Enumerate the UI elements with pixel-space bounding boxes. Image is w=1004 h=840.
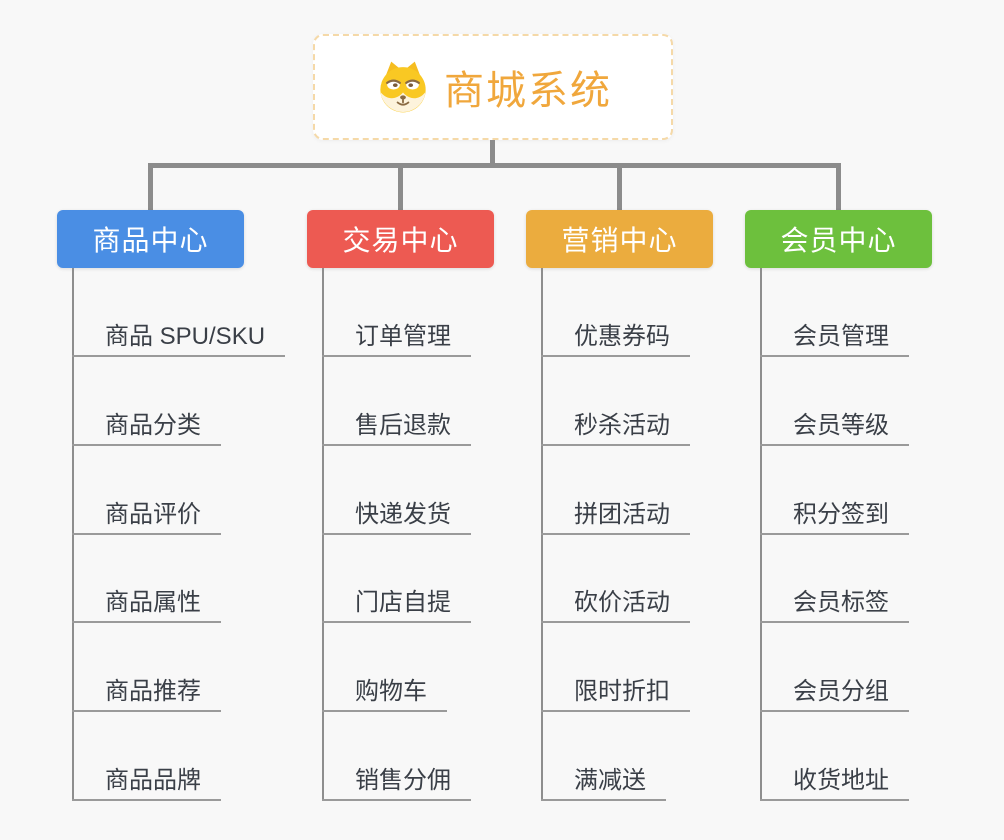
- branch-trade-center: 交易中心 订单管理 售后退款 快递发货 门店自提 购物车 销售分佣: [307, 210, 567, 810]
- leaf-node[interactable]: 会员管理: [760, 317, 909, 357]
- branch-header-trade-center[interactable]: 交易中心: [307, 210, 494, 268]
- leaf-node[interactable]: 砍价活动: [541, 583, 690, 623]
- connector-root-drop: [490, 140, 495, 166]
- leaf-node[interactable]: 快递发货: [322, 495, 471, 535]
- connector-drop-member: [836, 163, 841, 211]
- leaf-node[interactable]: 购物车: [322, 672, 447, 712]
- leaf-node[interactable]: 会员分组: [760, 672, 909, 712]
- leaf-node[interactable]: 秒杀活动: [541, 406, 690, 446]
- leaf-node[interactable]: 优惠券码: [541, 317, 690, 357]
- leaf-node[interactable]: 售后退款: [322, 406, 471, 446]
- branch-member-center: 会员中心 会员管理 会员等级 积分签到 会员标签 会员分组 收货地址: [745, 210, 1004, 810]
- leaf-node[interactable]: 销售分佣: [322, 761, 471, 801]
- branch-product-center: 商品中心 商品 SPU/SKU 商品分类 商品评价 商品属性 商品推荐 商品品牌: [57, 210, 317, 810]
- branch-marketing-center: 营销中心 优惠券码 秒杀活动 拼团活动 砍价活动 限时折扣 满减送: [526, 210, 786, 810]
- leaf-node[interactable]: 会员标签: [760, 583, 909, 623]
- leaf-node[interactable]: 商品 SPU/SKU: [72, 317, 286, 357]
- branch-header-marketing-center[interactable]: 营销中心: [526, 210, 713, 268]
- leaf-node[interactable]: 门店自提: [322, 583, 471, 623]
- leaf-node[interactable]: 订单管理: [322, 317, 471, 357]
- connector-drop-marketing: [617, 163, 622, 211]
- leaf-node[interactable]: 商品分类: [72, 406, 221, 446]
- connector-drop-product: [148, 163, 153, 211]
- leaf-node[interactable]: 收货地址: [760, 761, 909, 801]
- leaf-node[interactable]: 商品评价: [72, 495, 221, 535]
- leaf-node[interactable]: 商品属性: [72, 583, 221, 623]
- leaf-node[interactable]: 商品推荐: [72, 672, 221, 712]
- leaf-node[interactable]: 积分签到: [760, 495, 909, 535]
- leaf-node[interactable]: 满减送: [541, 761, 666, 801]
- dog-face-icon: [374, 58, 432, 116]
- root-node-title: 商城系统: [444, 69, 612, 113]
- connector-drop-trade: [398, 163, 403, 211]
- leaf-node[interactable]: 限时折扣: [541, 672, 690, 712]
- connector-bus: [148, 163, 841, 168]
- leaf-node[interactable]: 商品品牌: [72, 761, 221, 801]
- leaf-node[interactable]: 拼团活动: [541, 495, 690, 535]
- leaf-node[interactable]: 会员等级: [760, 406, 909, 446]
- root-node-mall-system[interactable]: 商城系统: [313, 34, 673, 140]
- branch-header-product-center[interactable]: 商品中心: [57, 210, 244, 268]
- branch-header-member-center[interactable]: 会员中心: [745, 210, 932, 268]
